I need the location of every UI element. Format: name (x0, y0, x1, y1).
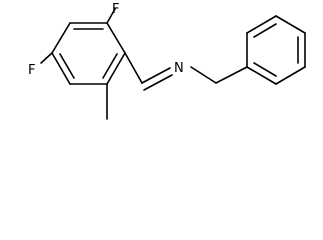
phenyl-ring (246, 15, 306, 85)
ring-bond (51, 22, 71, 54)
nitrogen-atom-label: N (174, 61, 184, 76)
ring-bond (106, 52, 126, 85)
ch2-phenyl-bond (215, 66, 248, 84)
imine-double-bond-second (143, 74, 173, 91)
ring-bond (246, 66, 277, 85)
ring-bond (246, 15, 277, 34)
n-ch2-bond (190, 66, 217, 84)
fluorine-atom-label: F (28, 63, 35, 78)
ring-bond (275, 15, 306, 34)
c-f-bond-top (106, 8, 116, 24)
ring-to-imine-carbon-bond (124, 52, 143, 84)
ring-bond (51, 52, 71, 85)
ring-double-bond (59, 53, 75, 79)
ring-double-bond (102, 53, 118, 79)
c-f-bond-left (40, 52, 53, 64)
difluoro-methylphenyl-ring (51, 22, 126, 85)
ring-double-bond (253, 62, 277, 77)
ring-bond (106, 22, 126, 54)
fluorine-atom-label: F (112, 2, 119, 17)
chemical-structure: F F N (28, 2, 306, 120)
imine-double-bond (141, 67, 171, 84)
ring-double-bond (253, 23, 277, 38)
ring-bond (275, 66, 306, 85)
